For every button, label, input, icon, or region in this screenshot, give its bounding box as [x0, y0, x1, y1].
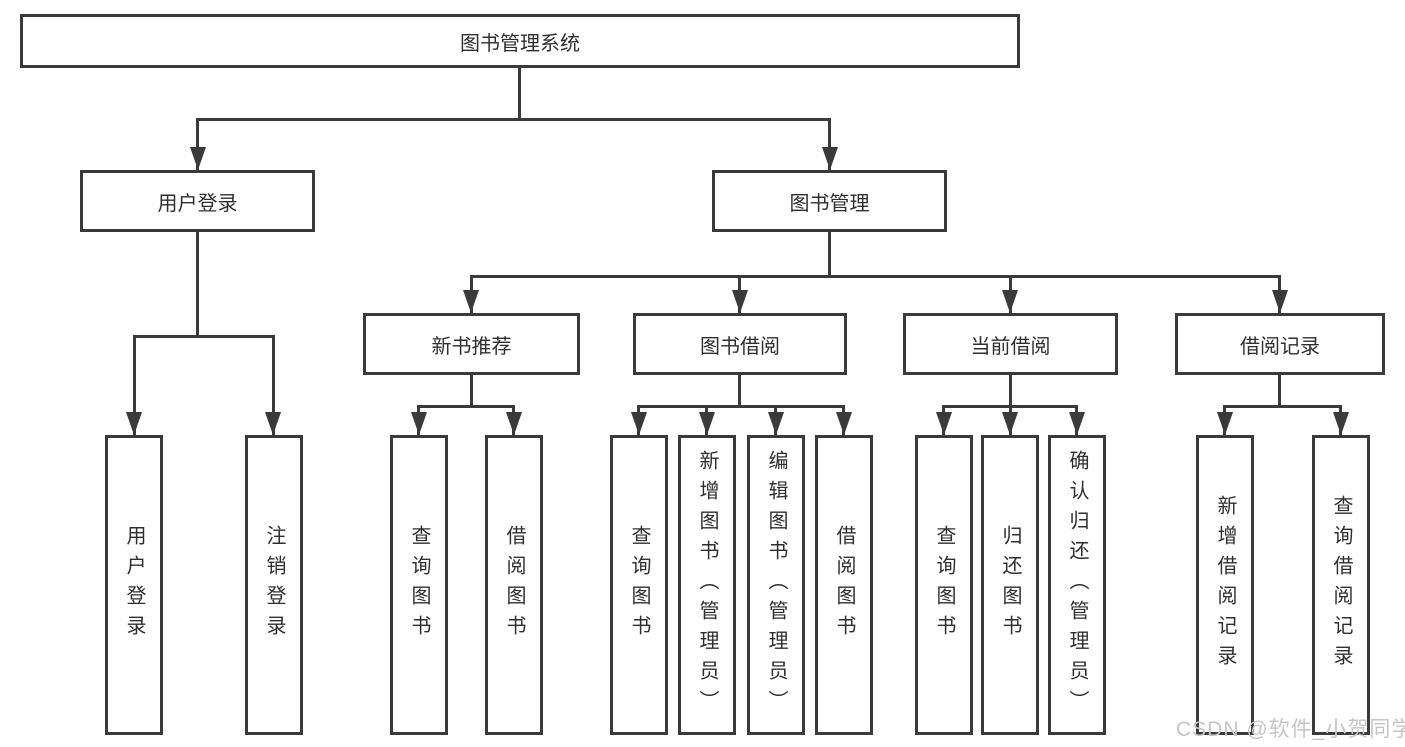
node-leaf-borrow-add-admin-label: 新增图书（管理员）: [696, 450, 718, 720]
node-leaf-newbook-borrow-label: 借阅图书: [503, 525, 525, 645]
connector-line: [417, 405, 515, 408]
node-leaf-newbook-borrow: 借阅图书: [485, 435, 543, 735]
arrow-down-icon: [836, 412, 852, 435]
connector-line: [272, 335, 275, 435]
arrow-down-icon: [1002, 290, 1018, 313]
node-leaf-borrow-add-admin: 新增图书（管理员）: [678, 435, 736, 735]
node-new-book-recommend-label: 新书推荐: [431, 335, 512, 358]
connector-line: [1223, 405, 1342, 408]
node-user-login: 用户登录: [80, 170, 315, 232]
arrow-down-icon: [265, 412, 281, 435]
connector-line: [828, 118, 831, 170]
node-leaf-record-add: 新增借阅记录: [1196, 435, 1254, 735]
arrow-down-icon: [1069, 412, 1085, 435]
arrow-down-icon: [631, 412, 647, 435]
arrow-down-icon: [463, 290, 479, 313]
arrow-down-icon: [1333, 412, 1349, 435]
node-leaf-borrow-edit-admin: 编辑图书（管理员）: [747, 435, 805, 735]
arrow-down-icon: [411, 412, 427, 435]
node-borrowing-records-label: 借阅记录: [1240, 335, 1320, 358]
node-user-login-label: 用户登录: [157, 192, 238, 215]
arrow-down-icon: [1217, 412, 1233, 435]
node-leaf-current-query-label: 查询图书: [933, 525, 955, 645]
node-borrowing-records: 借阅记录: [1175, 313, 1385, 375]
node-leaf-current-confirm-admin: 确认归还（管理员）: [1048, 435, 1106, 735]
arrow-down-icon: [732, 290, 748, 313]
arrow-down-icon: [936, 412, 952, 435]
connector-line: [828, 232, 831, 275]
node-leaf-user-login: 用户登录: [105, 435, 163, 735]
connector-line: [470, 275, 1281, 278]
connector-line: [196, 118, 831, 121]
node-leaf-borrow-borrow-label: 借阅图书: [833, 525, 855, 645]
connector-line: [133, 335, 136, 435]
arrow-down-icon: [506, 412, 522, 435]
node-leaf-record-add-label: 新增借阅记录: [1214, 495, 1236, 675]
node-leaf-newbook-query: 查询图书: [390, 435, 448, 735]
node-leaf-record-query: 查询借阅记录: [1312, 435, 1370, 735]
node-leaf-current-confirm-admin-label: 确认归还（管理员）: [1066, 450, 1088, 720]
node-leaf-logout: 注销登录: [245, 435, 303, 735]
connector-line: [738, 375, 741, 405]
node-book-borrowing-label: 图书借阅: [700, 335, 780, 358]
arrow-down-icon: [822, 147, 838, 170]
node-leaf-borrow-query-label: 查询图书: [628, 525, 650, 645]
arrow-down-icon: [699, 412, 715, 435]
node-leaf-current-return: 归还图书: [981, 435, 1039, 735]
arrow-down-icon: [1272, 290, 1288, 313]
connector-line: [518, 68, 521, 118]
watermark: CSDN @软件_小贺同学: [1176, 718, 1405, 741]
node-book-management-label: 图书管理: [789, 192, 870, 215]
node-current-borrowing-label: 当前借阅: [970, 335, 1051, 358]
connector-line: [196, 232, 199, 335]
node-leaf-borrow-borrow: 借阅图书: [815, 435, 873, 735]
arrow-down-icon: [768, 412, 784, 435]
node-leaf-newbook-query-label: 查询图书: [408, 525, 430, 645]
node-root: 图书管理系统: [20, 14, 1020, 68]
connector-line: [637, 405, 845, 408]
node-book-borrowing: 图书借阅: [633, 313, 847, 375]
node-book-management: 图书管理: [712, 170, 947, 232]
node-leaf-logout-label: 注销登录: [263, 525, 285, 645]
connector-line: [1278, 375, 1281, 405]
node-leaf-user-login-label: 用户登录: [123, 525, 145, 645]
connector-line: [133, 335, 275, 338]
node-root-label: 图书管理系统: [460, 32, 580, 55]
connector-line: [196, 118, 199, 170]
arrow-down-icon: [1002, 412, 1018, 435]
connector-line: [1009, 375, 1012, 405]
node-leaf-current-return-label: 归还图书: [999, 525, 1021, 645]
arrow-down-icon: [190, 147, 206, 170]
connector-line: [470, 375, 473, 405]
node-leaf-borrow-query: 查询图书: [610, 435, 668, 735]
node-leaf-record-query-label: 查询借阅记录: [1330, 495, 1352, 675]
node-new-book-recommend: 新书推荐: [363, 313, 580, 375]
node-leaf-borrow-edit-admin-label: 编辑图书（管理员）: [765, 450, 787, 720]
node-current-borrowing: 当前借阅: [903, 313, 1118, 375]
arrow-down-icon: [126, 412, 142, 435]
node-leaf-current-query: 查询图书: [915, 435, 973, 735]
